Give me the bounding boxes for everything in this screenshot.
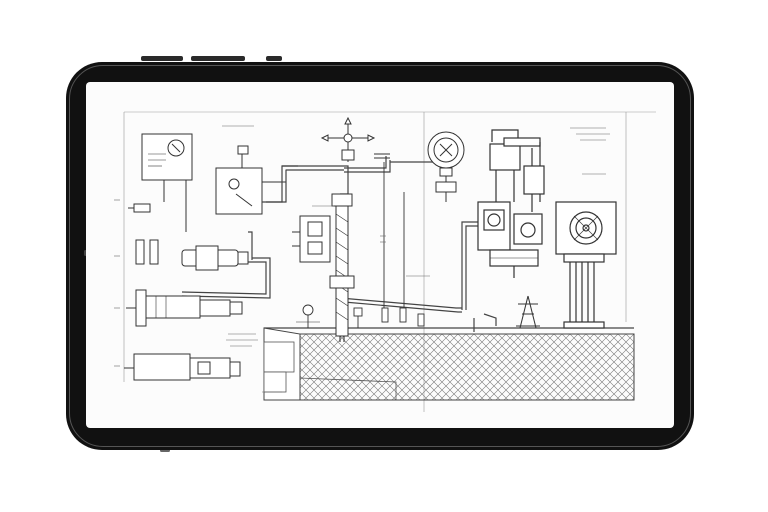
foundation-block [263, 327, 635, 401]
volume-up-button[interactable] [141, 56, 183, 61]
pump-stack [489, 129, 545, 212]
bezel-highlight [69, 65, 691, 447]
control-cabinet [477, 201, 543, 278]
annotation-marks [114, 125, 610, 393]
sheet-border [123, 111, 656, 412]
pressure-gauge [427, 131, 465, 202]
crossing-valve [320, 116, 390, 162]
relay-panel [215, 145, 296, 215]
tablet-device [66, 62, 694, 450]
valve-assembly [292, 215, 331, 263]
connector-plug [128, 203, 151, 213]
bottom-edge-detail [160, 449, 170, 452]
sensor-probes [296, 162, 425, 328]
actuator-row-1 [135, 239, 249, 271]
riser-column [329, 193, 355, 337]
control-box-left [141, 133, 193, 232]
actuator-row-3 [124, 353, 241, 381]
schematic-diagram [114, 111, 656, 412]
power-button[interactable] [266, 56, 282, 61]
device-screen [86, 82, 674, 428]
left-sensor [84, 250, 87, 256]
fan-unit [555, 201, 617, 329]
actuator-row-2 [126, 289, 243, 327]
volume-down-button[interactable] [191, 56, 245, 61]
tower-symbol [516, 295, 540, 329]
